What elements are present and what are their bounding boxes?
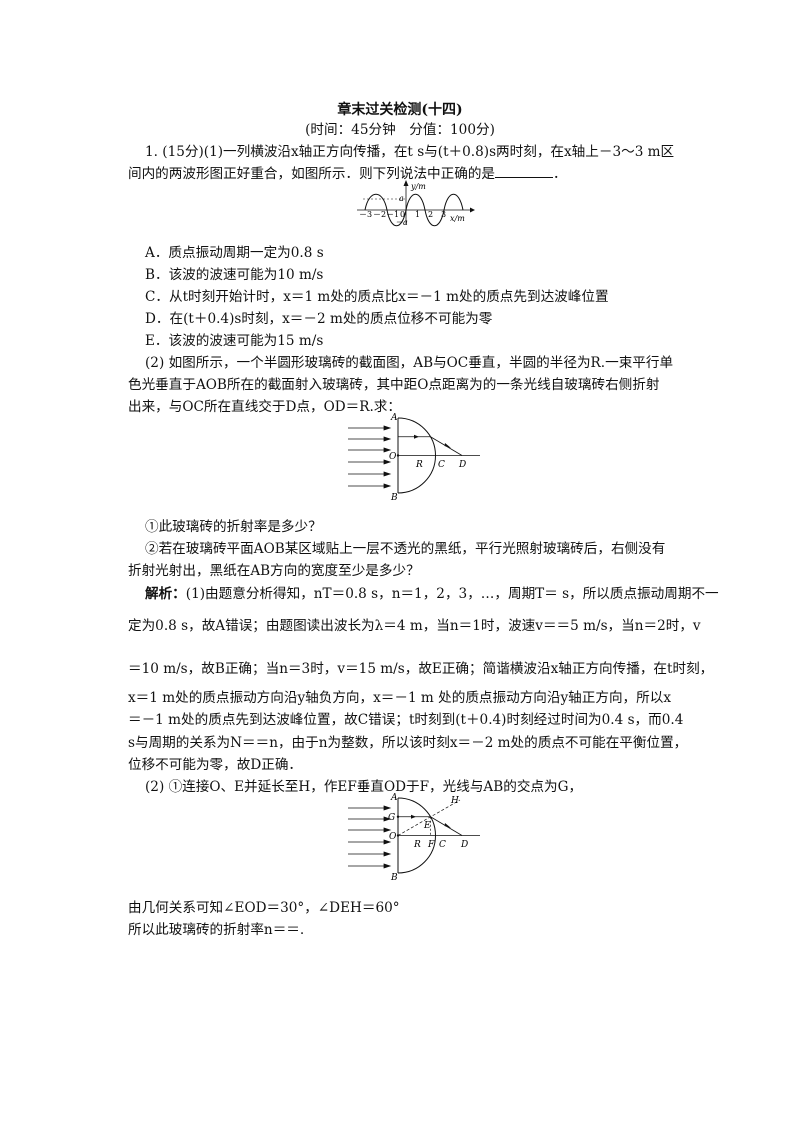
wave-y-arrow [403, 180, 409, 186]
label-d: D [460, 840, 468, 850]
sub-question-1: ①此玻璃砖的折射率是多少？ [145, 519, 322, 535]
q1-part2-line3: 出来，与OC所在直线交于D点，OD＝R.求： [128, 399, 401, 415]
label-f: F [427, 840, 435, 850]
q1-stem-line1: 1. (15分)(1)一列横波沿x轴正方向传播，在t s与(t＋0.8)s两时刻… [145, 144, 675, 160]
wave-y-label: y/m [410, 182, 426, 191]
option-b: B．该波的波速可能为10 m/s [145, 267, 324, 283]
wave-x-label: x/m [450, 214, 465, 223]
label-b: B [390, 873, 398, 883]
solution-line7: 位移不可能为零，故D正确． [128, 757, 303, 773]
label-a: A [390, 793, 398, 803]
sub-question-2-line1: ②若在玻璃砖平面AOB某区域贴上一层不透光的黑纸，平行光照射玻璃砖后，右侧没有 [145, 541, 666, 557]
label-o: O [389, 452, 397, 462]
q1-part2-line1: (2) 如图所示，一个半圆形玻璃砖的截面图，AB与OC垂直，半圆的半径为R.一束… [145, 355, 674, 371]
solution-text: (1)由题意分析得知，nT＝0.8 s，n＝1，2，3，…，周期T＝ s，所以质… [185, 586, 719, 602]
label-b: B [390, 493, 398, 503]
incident-light-arrows [348, 425, 392, 489]
wave-amp-pos: a [399, 194, 404, 203]
wave-curve [364, 193, 464, 227]
label-a: A [390, 413, 398, 423]
wave-tick: －3 [359, 210, 372, 219]
wave-tick: 1 [415, 210, 420, 219]
line-oeh [397, 799, 461, 836]
sub-question-2-line2: 折射光射出，黑纸在AB方向的宽度至少是多少？ [128, 563, 420, 579]
label-e: E [423, 821, 431, 831]
wave-tick: －2 [373, 210, 386, 219]
solution-line4: x＝1 m处的质点振动方向沿y轴负方向，x＝－1 m 处的质点振动方向沿y轴正方… [128, 690, 671, 706]
wave-tick: 2 [428, 210, 433, 219]
label-h: H [450, 796, 459, 806]
page-subtitle: (时间：45分钟 分值：100分) [305, 122, 495, 138]
ray-arrow [414, 434, 419, 439]
label-r: R [413, 840, 421, 850]
solution-line5: ＝－1 m处的质点先到达波峰位置，故C错误；t时刻到(t＋0.4)时刻经过时间为… [128, 712, 684, 728]
incident-light-arrows [348, 805, 392, 869]
solution-line1: 解析：(1)由题意分析得知，nT＝0.8 s，n＝1，2，3，…，周期T＝ s，… [145, 585, 719, 603]
solution-part2-line1: (2) ①连接O、E并延长至H，作EF垂直OD于F，光线与AB的交点为G， [145, 779, 583, 795]
wave-x-arrow [470, 207, 475, 213]
semicircle-figure: A O B R C D [348, 413, 480, 503]
point-o [396, 454, 400, 457]
answer-blank [495, 164, 554, 178]
solution-part2-line3: 所以此玻璃砖的折射率n＝＝. [128, 922, 305, 938]
q1-stem-line2: 间内的两波形图正好重合，如图所示．则下列说法中正确的是 ． [128, 164, 567, 183]
solution-part2-line2: 由几何关系可知∠EOD＝30°，∠DEH＝60° [128, 900, 400, 916]
wave-tick: －1 [386, 210, 399, 219]
wave-ticks: －3 －2 －1 0 1 2 3 [359, 210, 446, 219]
label-r: R [415, 460, 423, 470]
refracted-arrow [444, 823, 451, 828]
ray-arrow [411, 814, 416, 819]
solution-label: 解析： [145, 586, 186, 602]
label-g: G [388, 813, 395, 823]
option-c: C．从t时刻开始计时，x＝1 m处的质点比x＝－1 m处的质点先到达波峰位置 [145, 289, 609, 305]
wave-figure: y/m a －a x/m －3 －2 －1 0 1 2 3 [357, 180, 475, 227]
wave-amp-neg: －a [395, 218, 408, 227]
label-c: C [438, 460, 445, 470]
solution-line3: ＝10 m/s，故B正确；当n＝3时，v＝15 m/s，故E正确；简谐横波沿x轴… [128, 661, 714, 677]
page-title: 章末过关检测(十四) [337, 102, 463, 118]
wave-tick: 3 [441, 210, 446, 219]
point-g [396, 815, 400, 818]
point-o [396, 834, 400, 837]
wave-tick: 0 [400, 210, 405, 219]
option-a: A．质点振动周期一定为0.8 s [145, 245, 324, 261]
q1-stem-end: ． [553, 166, 567, 182]
option-d: D．在(t＋0.4)s时刻，x＝－2 m处的质点位移不可能为零 [145, 311, 493, 327]
q1-part2-line2: 色光垂直于AOB所在的截面射入玻璃砖，其中距O点距离为的一条光线自玻璃砖右侧折射 [128, 377, 660, 393]
label-d: D [458, 460, 466, 470]
solution-line2: 定为0.8 s，故A错误；由题图读出波长为λ＝4 m，当n＝1时，波速v＝＝5 … [128, 618, 701, 634]
option-e: E．该波的波速可能为15 m/s [145, 333, 324, 349]
refracted-arrow [444, 443, 451, 448]
q1-stem-text: 间内的两波形图正好重合，如图所示．则下列说法中正确的是 [128, 166, 496, 182]
label-o: O [389, 832, 397, 842]
semicircle-solution-figure: A G O B E H R F C D [348, 793, 480, 883]
label-c: C [439, 840, 446, 850]
solution-line6: s与周期的关系为N＝＝n，由于n为整数，所以该时刻x＝－2 m处的质点不可能在平… [128, 735, 688, 751]
